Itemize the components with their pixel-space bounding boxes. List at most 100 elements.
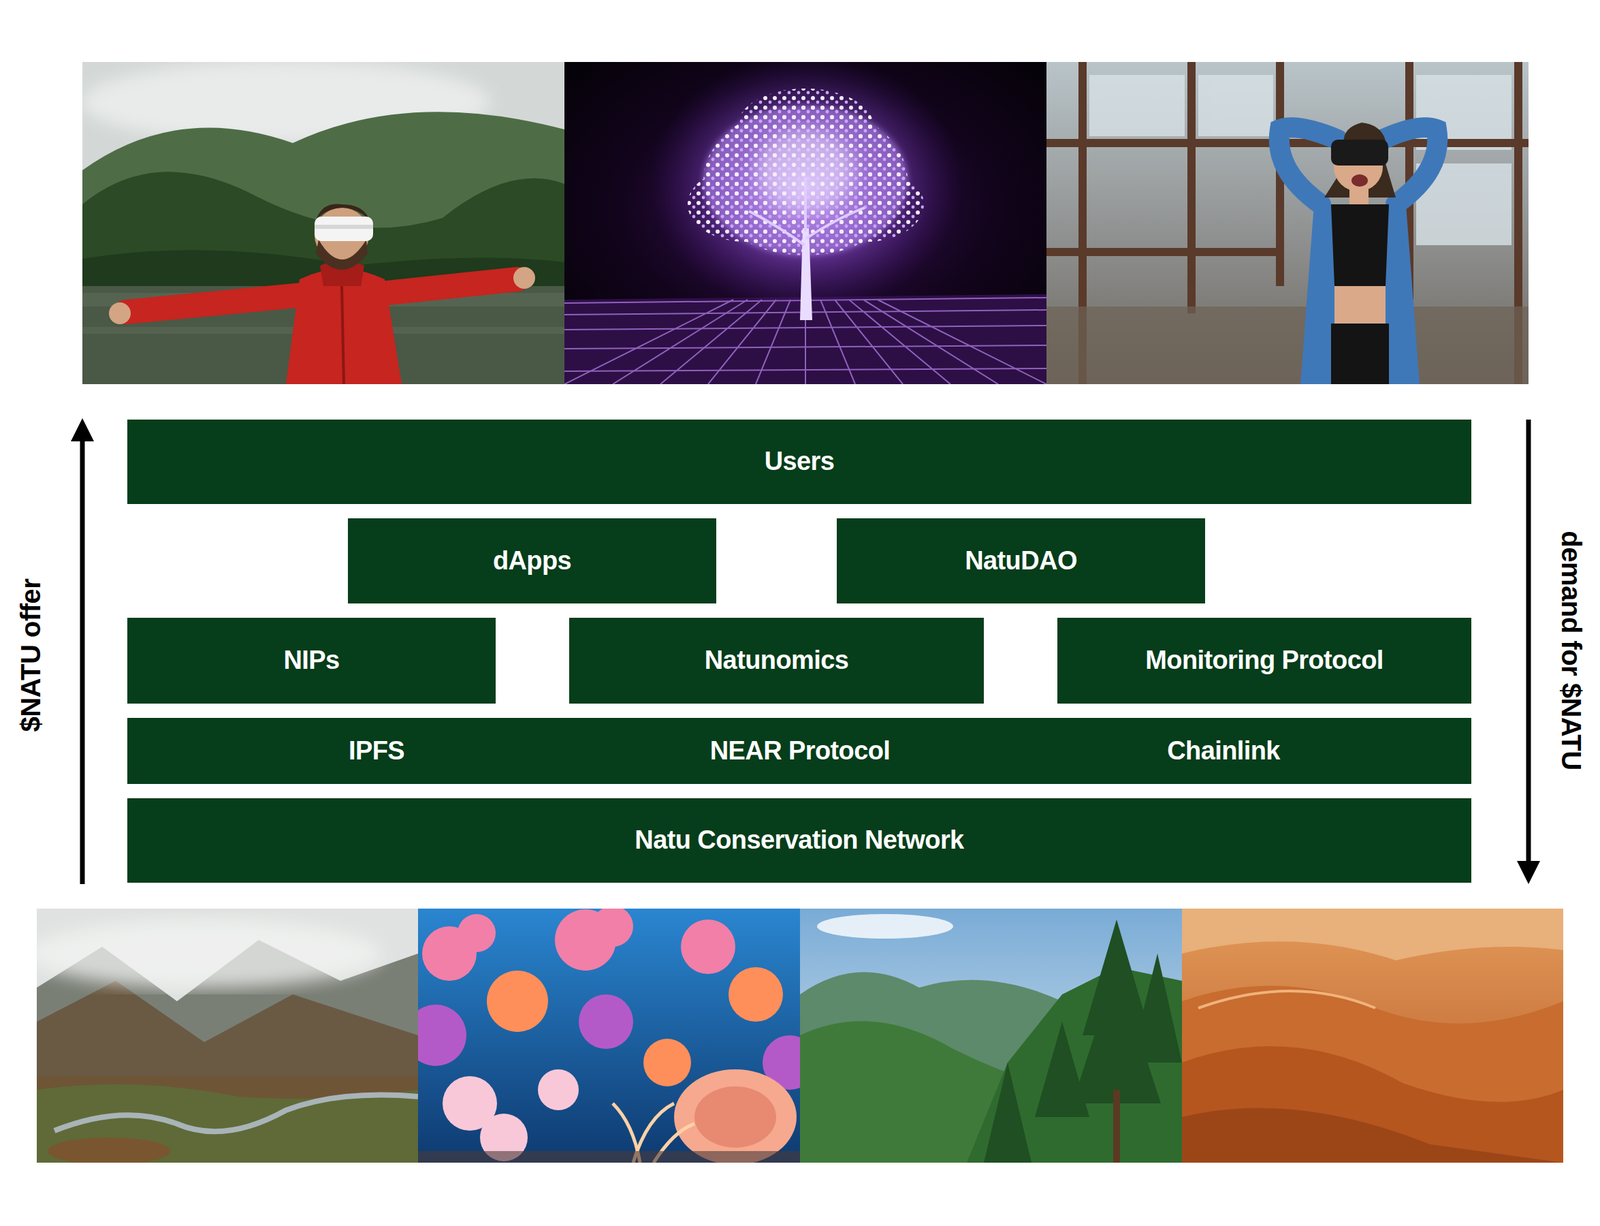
vr-hall-photo bbox=[1331, 323, 1389, 384]
layer-label: NatuDAO bbox=[964, 546, 1078, 576]
layer-label: NIPs bbox=[283, 646, 340, 675]
digital-tree-image bbox=[804, 177, 807, 232]
digital-tree-image bbox=[660, 299, 762, 384]
coral-reef-photo bbox=[422, 908, 736, 981]
digital-tree-image bbox=[877, 299, 1047, 384]
vr-hall-photo bbox=[1331, 204, 1389, 286]
demand-arrow bbox=[1516, 419, 1541, 884]
vr-hall-photo bbox=[1324, 122, 1396, 198]
digital-tree-image bbox=[612, 299, 748, 384]
vr-lake-photo bbox=[315, 239, 368, 270]
coral-reef-photo bbox=[592, 908, 634, 947]
demand-arrow bbox=[1526, 419, 1532, 867]
vr-hall-photo bbox=[1046, 61, 1529, 384]
layer-box: Natunomics bbox=[569, 617, 984, 704]
offer-arrow bbox=[70, 418, 94, 884]
desert-photo bbox=[1198, 990, 1376, 1008]
layer-label: NEAR Protocol bbox=[710, 736, 891, 766]
desert-photo bbox=[1181, 985, 1564, 1163]
vr-hall-photo bbox=[1187, 61, 1196, 314]
vr-hall-photo bbox=[1046, 61, 1529, 384]
layer-box: dApps bbox=[347, 518, 717, 604]
vr-lake-photo bbox=[82, 61, 565, 384]
mountain-valley-photo bbox=[36, 919, 382, 988]
vr-lake-photo bbox=[341, 285, 344, 384]
vr-hall-photo bbox=[1331, 139, 1389, 166]
layer-label: Chainlink bbox=[1166, 736, 1280, 766]
vr-lake-photo bbox=[108, 302, 131, 325]
layer-label: IPFS bbox=[348, 736, 405, 766]
coral-reef-photo bbox=[418, 908, 800, 1163]
digital-tree-image bbox=[708, 299, 777, 384]
vr-lake-photo bbox=[314, 224, 374, 229]
coral-reef-photo bbox=[457, 913, 496, 952]
offer-arrow bbox=[80, 435, 86, 884]
coral-reef-photo bbox=[728, 966, 783, 1022]
vr-hall-photo bbox=[1089, 74, 1512, 246]
coral-reef-photo bbox=[680, 919, 736, 974]
mountain-valley-photo bbox=[54, 1094, 419, 1132]
vr-hall-photo bbox=[1300, 204, 1420, 384]
vr-hall-photo bbox=[1334, 285, 1386, 324]
layer-band: Users bbox=[127, 419, 1472, 504]
vr-hall-photo bbox=[1089, 74, 1185, 137]
layer-label: Natu Conservation Network bbox=[634, 825, 964, 855]
forest-photo bbox=[817, 913, 954, 939]
layer-label: Monitoring Protocol bbox=[1145, 646, 1384, 675]
coral-reef-photo bbox=[442, 1068, 579, 1161]
digital-tree-image bbox=[748, 211, 805, 246]
digital-tree-image bbox=[748, 177, 865, 246]
coral-reef-photo bbox=[674, 1068, 797, 1163]
vr-lake-photo bbox=[125, 294, 310, 312]
forest-photo bbox=[983, 919, 1182, 1163]
vr-hall-photo bbox=[1046, 306, 1529, 384]
desert-photo bbox=[1181, 1107, 1564, 1163]
vr-hall-photo bbox=[1349, 189, 1369, 206]
digital-tree-image bbox=[564, 61, 1047, 384]
vr-lake-photo bbox=[374, 279, 518, 295]
digital-tree-image bbox=[806, 207, 865, 239]
digital-tree-image bbox=[820, 299, 856, 384]
axis-label: demand for $NATU bbox=[1556, 527, 1587, 773]
vr-lake-photo bbox=[314, 216, 374, 242]
digital-tree-image bbox=[755, 299, 791, 384]
desert-photo bbox=[1181, 1045, 1564, 1163]
coral-reef-photo bbox=[486, 970, 549, 1032]
layer-box: Monitoring Protocol bbox=[1057, 617, 1472, 704]
offer-arrow bbox=[70, 418, 94, 442]
coral-reef-photo bbox=[418, 1150, 800, 1163]
coral-reef-photo bbox=[694, 1085, 777, 1148]
digital-tree-image bbox=[863, 299, 999, 384]
vr-hall-photo bbox=[1046, 61, 1529, 384]
coral-reef-photo bbox=[486, 966, 783, 1086]
desert-photo bbox=[1181, 908, 1564, 1163]
forest-photo bbox=[1113, 1089, 1120, 1163]
coral-reef-photo bbox=[418, 1004, 467, 1066]
layer-band: Natu Conservation Network bbox=[127, 797, 1472, 883]
digital-tree-image bbox=[834, 299, 903, 384]
demand-arrow bbox=[1516, 860, 1541, 884]
vr-hall-photo bbox=[1046, 247, 1280, 256]
layer-label: dApps bbox=[492, 546, 572, 576]
forest-photo bbox=[1034, 1021, 1090, 1117]
desert-photo bbox=[1181, 908, 1564, 960]
forest-photo bbox=[800, 908, 1182, 1163]
protocol-band: IPFS NEAR Protocol Chainlink bbox=[127, 717, 1472, 784]
vr-lake-photo bbox=[82, 61, 565, 384]
forest-photo bbox=[1130, 953, 1182, 1063]
layer-label: Users bbox=[764, 447, 835, 476]
mountain-valley-photo bbox=[47, 1137, 171, 1163]
coral-reef-photo bbox=[643, 1038, 692, 1086]
vr-hall-photo bbox=[1198, 74, 1274, 137]
axis-label: $NATU offer bbox=[15, 576, 46, 735]
coral-reef-photo bbox=[418, 908, 800, 1163]
vr-hall-photo bbox=[1351, 174, 1368, 187]
coral-reef-photo bbox=[537, 1068, 579, 1110]
digital-tree-image bbox=[564, 61, 1047, 384]
digital-tree-image bbox=[564, 299, 734, 384]
layer-label: Natunomics bbox=[704, 646, 849, 675]
coral-reef-photo bbox=[578, 994, 634, 1049]
vr-lake-photo bbox=[513, 266, 536, 289]
